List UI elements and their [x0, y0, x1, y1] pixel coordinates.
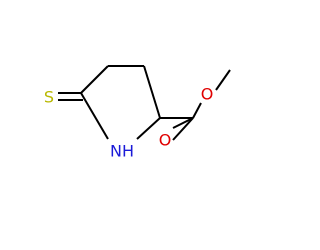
bond-carboxyl-c-o-ether [192, 102, 202, 119]
bond-carboxyl-c-o-double-b [172, 117, 194, 141]
atom-nitrogen-label: NH [110, 142, 134, 161]
atom-ether-oxygen-label: O [201, 85, 214, 104]
bond-c3-c2 [143, 65, 161, 119]
bond-carboxyl-c-o-double-a [172, 117, 194, 129]
atom-carbonyl-oxygen-label: O [159, 131, 172, 150]
bond-c5-c4 [80, 65, 109, 94]
molecule-structure: S NH O O [44, 65, 231, 161]
bond-o-ether-methyl [215, 69, 231, 91]
bond-n1-c5 [80, 92, 109, 140]
bond-c2-n1 [136, 117, 161, 140]
atom-sulfur-label: S [44, 88, 54, 107]
